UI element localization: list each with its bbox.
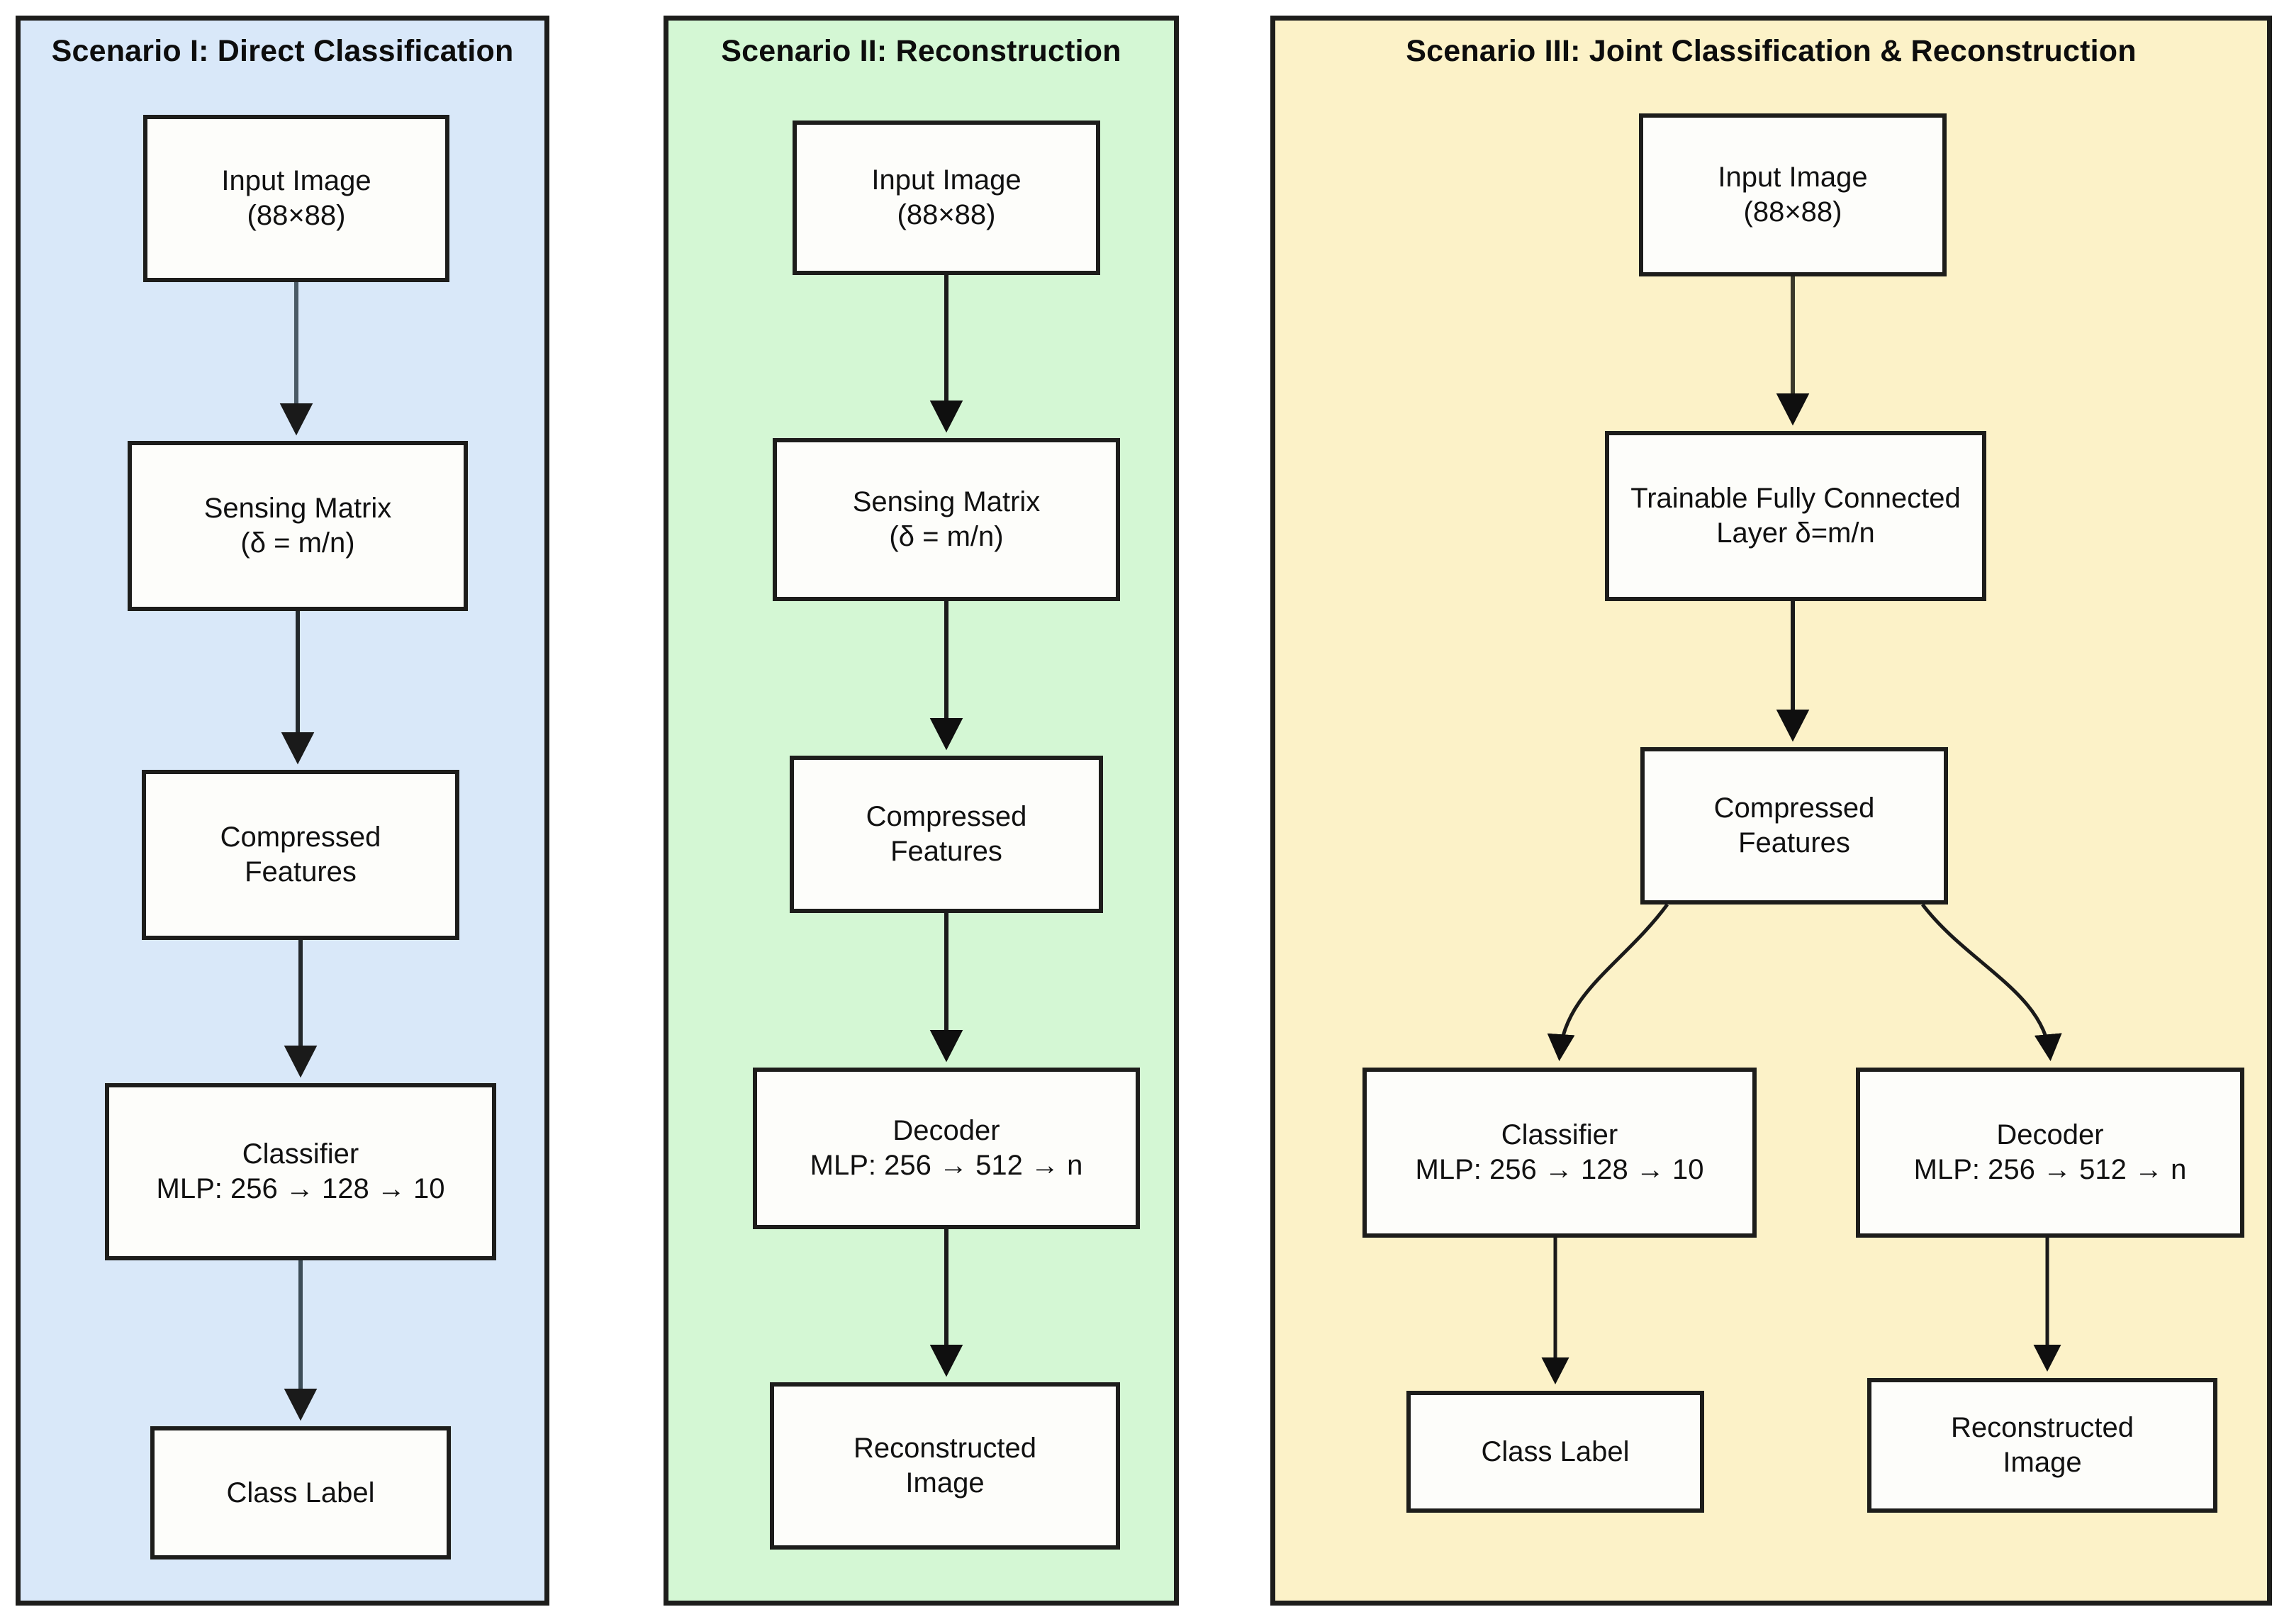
node-reconstructed-image-s2: Reconstructed Image: [770, 1382, 1120, 1550]
node-classifier-s1: Classifier MLP: 256 → 128 → 10: [105, 1083, 496, 1260]
node-classifier-s3-line2: MLP: 256 → 128 → 10: [1415, 1154, 1704, 1185]
node-compressed-features-s3: Compressed Features: [1640, 747, 1948, 905]
node-sensing-matrix-s2-line1: Sensing Matrix: [852, 486, 1041, 518]
node-compressed-features-s3-line1: Compressed: [1713, 793, 1875, 824]
node-compressed-features-s2: Compressed Features: [790, 756, 1103, 913]
node-classifier-s1-line1: Classifier: [242, 1138, 359, 1170]
node-classifier-s3: Classifier MLP: 256 → 128 → 10: [1362, 1068, 1757, 1238]
node-compressed-features-s3-line2: Features: [1738, 827, 1850, 858]
node-input-image-s1-line1: Input Image: [221, 165, 371, 197]
node-reconstructed-image-s2-line2: Image: [905, 1467, 985, 1499]
node-input-image-s2-line2: (88×88): [897, 199, 996, 230]
node-decoder-s3-line1: Decoder: [1996, 1119, 2104, 1151]
node-decoder-s2: Decoder MLP: 256 → 512 → n: [753, 1068, 1140, 1229]
node-compressed-features-s1-line2: Features: [245, 856, 357, 887]
node-sensing-matrix-s1-line1: Sensing Matrix: [203, 493, 392, 525]
node-class-label-s1: Class Label: [150, 1426, 451, 1559]
node-decoder-s3-line2: MLP: 256 → 512 → n: [1913, 1154, 2187, 1185]
node-sensing-matrix-s1: Sensing Matrix (δ = m/n): [128, 441, 468, 611]
panel-scenario-3-title: Scenario III: Joint Classification & Rec…: [1406, 34, 2137, 68]
node-input-image-s3-line2: (88×88): [1743, 196, 1842, 228]
node-input-image-s3-line1: Input Image: [1718, 162, 1868, 194]
node-decoder-s2-line2: MLP: 256 → 512 → n: [810, 1150, 1083, 1181]
node-input-image-s1-line2: (88×88): [247, 200, 346, 231]
node-class-label-s3-line1: Class Label: [1481, 1435, 1630, 1467]
node-reconstructed-image-s3-line1: Reconstructed: [1951, 1412, 2134, 1444]
node-trainable-fc-layer-s3-line1: Trainable Fully Connected: [1630, 483, 1961, 515]
node-compressed-features-s1-line1: Compressed: [220, 822, 381, 853]
node-reconstructed-image-s3-line2: Image: [2003, 1447, 2082, 1478]
panel-scenario-1-title: Scenario I: Direct Classification: [51, 34, 514, 68]
node-trainable-fc-layer-s3: Trainable Fully Connected Layer δ=m/n: [1605, 431, 1986, 601]
node-input-image-s2-line1: Input Image: [871, 164, 1022, 196]
node-decoder-s2-line1: Decoder: [892, 1115, 1000, 1147]
panel-scenario-2-title: Scenario II: Reconstruction: [721, 34, 1121, 68]
node-reconstructed-image-s3: Reconstructed Image: [1867, 1378, 2217, 1513]
node-input-image-s3: Input Image (88×88): [1639, 113, 1947, 276]
node-compressed-features-s2-line1: Compressed: [866, 801, 1027, 833]
node-compressed-features-s2-line2: Features: [890, 836, 1002, 867]
node-reconstructed-image-s2-line1: Reconstructed: [854, 1433, 1036, 1465]
node-trainable-fc-layer-s3-line2: Layer δ=m/n: [1716, 517, 1875, 549]
node-sensing-matrix-s2-line2: (δ = m/n): [889, 521, 1004, 552]
node-sensing-matrix-s2: Sensing Matrix (δ = m/n): [773, 438, 1120, 601]
node-input-image-s1: Input Image (88×88): [143, 115, 449, 282]
node-input-image-s2: Input Image (88×88): [793, 121, 1100, 275]
node-classifier-s3-line1: Classifier: [1501, 1119, 1618, 1151]
node-compressed-features-s1: Compressed Features: [142, 770, 459, 940]
node-class-label-s1-line1: Class Label: [226, 1477, 375, 1508]
node-sensing-matrix-s1-line2: (δ = m/n): [240, 527, 355, 559]
node-class-label-s3: Class Label: [1406, 1391, 1704, 1513]
node-classifier-s1-line2: MLP: 256 → 128 → 10: [156, 1173, 445, 1204]
node-decoder-s3: Decoder MLP: 256 → 512 → n: [1856, 1068, 2244, 1238]
